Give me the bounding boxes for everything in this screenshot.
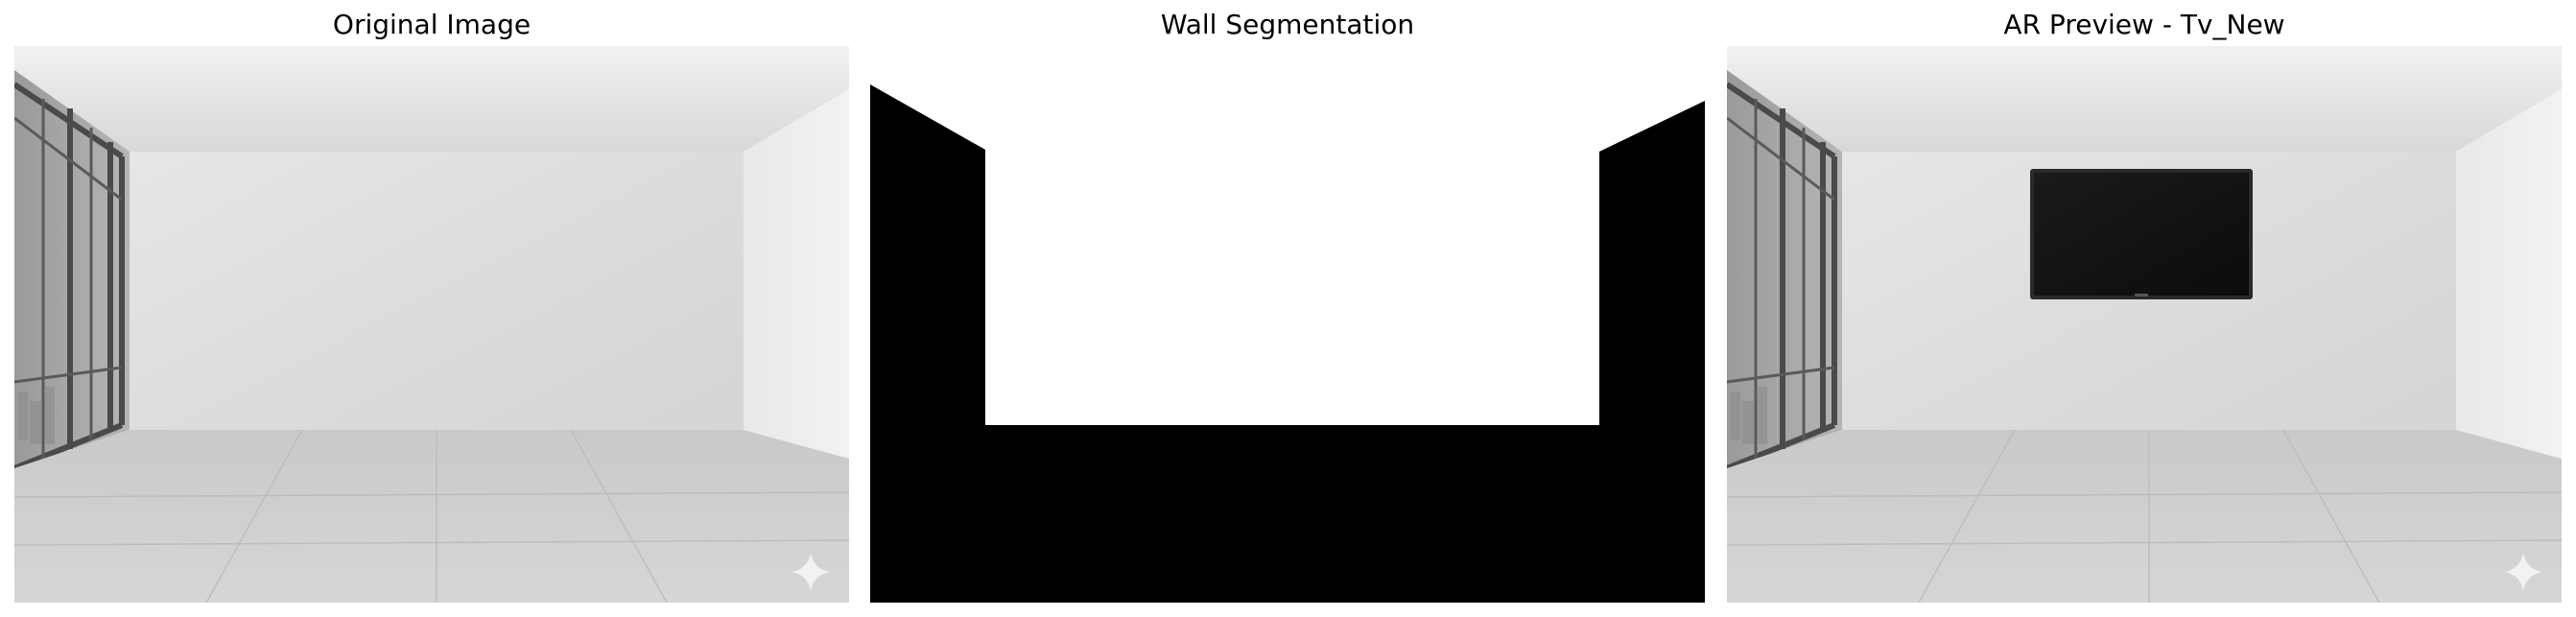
ar-preview-image [1727,46,2562,603]
panel-title-segmentation: Wall Segmentation [1160,9,1415,40]
wall-segmentation-mask [870,46,1705,603]
panel-segmentation: Wall Segmentation [870,0,1705,617]
panel-title-ar-preview: AR Preview - Tv_New [2003,9,2285,40]
tv-overlay [2030,169,2253,299]
panel-ar-preview: AR Preview - Tv_New [1727,0,2562,617]
original-room-image [14,46,849,603]
panel-title-original: Original Image [332,9,532,40]
panel-original: Original Image [14,0,849,617]
